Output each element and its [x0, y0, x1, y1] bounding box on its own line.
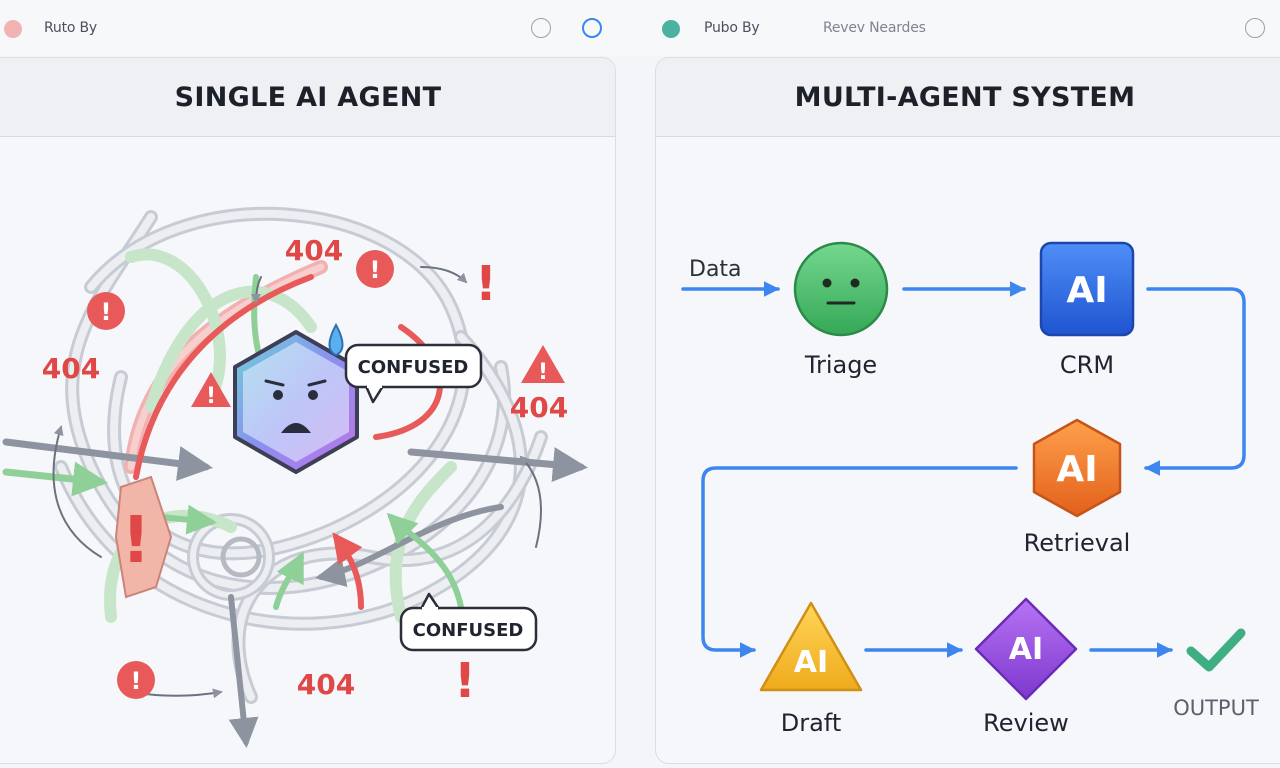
- single-agent-title: SINGLE AI AGENT: [174, 81, 442, 113]
- confused-agent-icon: [233, 322, 359, 474]
- multi-agent-panel: MULTI-AGENT SYSTEM Data Triage: [655, 57, 1280, 764]
- error-code-label: 404: [42, 352, 100, 385]
- flow-arrow: [701, 466, 1018, 658]
- confused-speech-bubble: CONFUSED: [399, 592, 538, 652]
- clock-icon[interactable]: [531, 18, 551, 38]
- exclamation-icon: !: [475, 256, 497, 312]
- single-agent-header: SINGLE AI AGENT: [0, 58, 615, 137]
- confused-label: CONFUSED: [413, 620, 524, 641]
- review-ai-glyph: AI: [1009, 632, 1043, 667]
- single-agent-panel: SINGLE AI AGENT: [0, 57, 616, 764]
- review-agent-node: AI: [974, 597, 1078, 701]
- multi-agent-header: MULTI-AGENT SYSTEM: [656, 58, 1280, 137]
- alert-glyph: !: [370, 256, 381, 284]
- draft-agent-node: AI: [759, 601, 863, 692]
- alert-glyph: !: [101, 298, 112, 326]
- draft-label: Draft: [781, 709, 842, 737]
- right-toolbar-secondary-label: Revev Neardes: [823, 20, 926, 36]
- triage-agent-node: [793, 241, 889, 337]
- alert-glyph: !: [131, 667, 142, 695]
- window-status-dot: [4, 20, 22, 38]
- alert-circle-icon: !: [117, 661, 155, 699]
- error-code-label: 404: [297, 668, 355, 701]
- crm-agent-node: AI: [1039, 241, 1135, 337]
- confused-speech-bubble: CONFUSED: [344, 343, 483, 404]
- right-toolbar-label: Pubo By: [704, 20, 760, 36]
- triage-label: Triage: [804, 351, 877, 379]
- confused-label: CONFUSED: [358, 357, 469, 378]
- error-code-label: 404: [510, 391, 568, 424]
- exclamation-icon: !: [454, 653, 476, 709]
- crm-label: CRM: [1060, 351, 1114, 379]
- exclamation-icon: !: [121, 504, 150, 578]
- warning-triangle-icon: !: [191, 372, 231, 409]
- review-label: Review: [983, 709, 1069, 737]
- draft-ai-glyph: AI: [794, 645, 828, 680]
- compass-icon[interactable]: [1245, 18, 1265, 38]
- alert-circle-icon: !: [356, 250, 394, 288]
- multi-agent-title: MULTI-AGENT SYSTEM: [794, 81, 1136, 113]
- left-toolbar-label: Ruto By: [44, 20, 97, 36]
- chevron-down-icon[interactable]: [582, 18, 602, 38]
- alert-glyph: !: [538, 360, 548, 385]
- warning-triangle-icon: !: [521, 345, 565, 385]
- crm-ai-glyph: AI: [1066, 270, 1107, 311]
- output-label: OUTPUT: [1173, 696, 1259, 720]
- alert-glyph: !: [206, 384, 216, 409]
- retrieval-agent-node: AI: [1032, 418, 1122, 518]
- retrieval-ai-glyph: AI: [1056, 449, 1097, 490]
- single-agent-chaos-diagram: ! ! ! ! ! ! ! ! 404 404 404 404 CONFUSED: [2, 206, 588, 748]
- data-input-label: Data: [689, 257, 742, 282]
- alert-circle-icon: !: [87, 292, 125, 330]
- error-code-label: 404: [285, 234, 343, 267]
- connection-status-dot: [662, 20, 680, 38]
- retrieval-label: Retrieval: [1024, 529, 1131, 557]
- checkmark-icon: [1186, 628, 1246, 672]
- multi-agent-flow-diagram: Data Triage AI CRM AI Retrieval: [681, 241, 1259, 737]
- top-bar: Ruto By Pubo By Revev Neardes: [0, 0, 1280, 56]
- flow-arrow: [1144, 287, 1246, 476]
